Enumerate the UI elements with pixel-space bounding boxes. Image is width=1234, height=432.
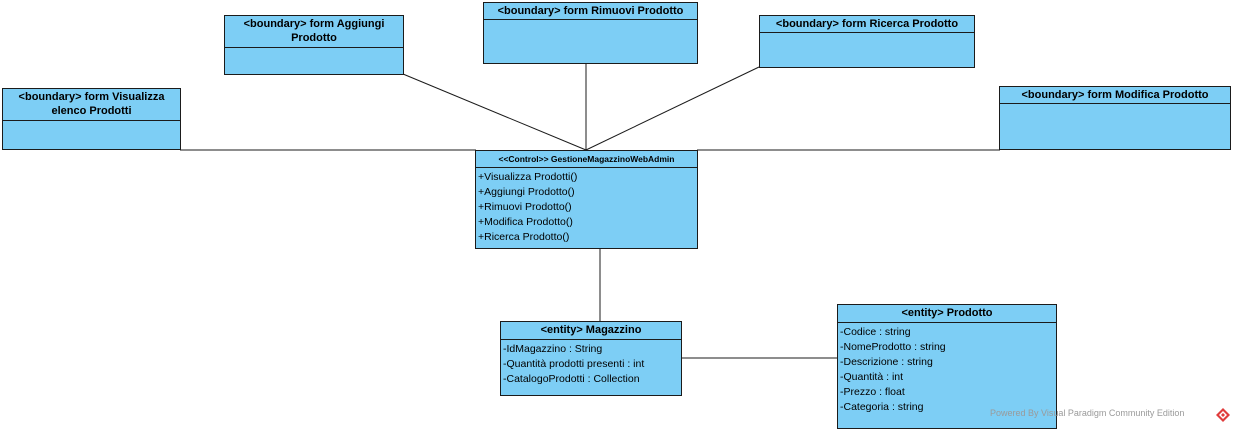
operation-row: +Visualizza Prodotti() <box>478 171 578 183</box>
class-form-aggiungi-prodotto[interactable]: <boundary> form Aggiungi Prodotto <box>224 15 404 75</box>
class-title: <boundary> form Aggiungi Prodotto <box>225 16 403 48</box>
class-title: <boundary> form Rimuovi Prodotto <box>484 3 697 20</box>
watermark-text: Powered By Visual Paradigm Community Edi… <box>990 408 1185 418</box>
class-form-modifica-prodotto[interactable]: <boundary> form Modifica Prodotto <box>999 86 1231 150</box>
operation-row: +Rimuovi Prodotto() <box>478 201 572 213</box>
attribute-row: -Prezzo : float <box>840 386 905 398</box>
association-ricerca-control <box>585 66 760 151</box>
class-attributes: -IdMagazzino : String -Quantità prodotti… <box>501 340 681 387</box>
class-title: <entity> Magazzino <box>501 322 681 340</box>
class-entity-prodotto[interactable]: <entity> Prodotto -Codice : string -Nome… <box>837 304 1057 429</box>
operation-row: +Ricerca Prodotto() <box>478 231 570 243</box>
class-form-ricerca-prodotto[interactable]: <boundary> form Ricerca Prodotto <box>759 15 975 68</box>
association-aggiungi-control <box>402 73 587 151</box>
class-title: <boundary> form Ricerca Prodotto <box>760 16 974 33</box>
operation-row: +Modifica Prodotto() <box>478 216 573 228</box>
attribute-row: -CatalogoProdotti : Collection <box>503 373 640 385</box>
class-title: <boundary> form Modifica Prodotto <box>1000 87 1230 104</box>
class-title: <<Control>> GestioneMagazzinoWebAdmin <box>476 151 697 168</box>
attribute-row: -Categoria : string <box>840 401 924 413</box>
class-form-rimuovi-prodotto[interactable]: <boundary> form Rimuovi Prodotto <box>483 2 698 64</box>
attribute-row: -IdMagazzino : String <box>503 343 603 355</box>
class-attributes: -Codice : string -NomeProdotto : string … <box>838 323 1056 415</box>
operation-row: +Aggiungi Prodotto() <box>478 186 575 198</box>
attribute-row: -Descrizione : string <box>840 356 933 368</box>
class-title: <boundary> form Visualizza elenco Prodot… <box>3 89 180 121</box>
class-entity-magazzino[interactable]: <entity> Magazzino -IdMagazzino : String… <box>500 321 682 396</box>
class-control-gestione-magazzino[interactable]: <<Control>> GestioneMagazzinoWebAdmin +V… <box>475 150 698 249</box>
attribute-row: -Codice : string <box>840 326 911 338</box>
attribute-row: -NomeProdotto : string <box>840 341 946 353</box>
attribute-row: -Quantità prodotti presenti : int <box>503 358 645 370</box>
class-operations: +Visualizza Prodotti() +Aggiungi Prodott… <box>476 168 697 245</box>
attribute-row: -Quantità : int <box>840 371 904 383</box>
class-form-visualizza-elenco-prodotti[interactable]: <boundary> form Visualizza elenco Prodot… <box>2 88 181 150</box>
visual-paradigm-logo-icon <box>1216 408 1230 422</box>
class-title: <entity> Prodotto <box>838 305 1056 323</box>
